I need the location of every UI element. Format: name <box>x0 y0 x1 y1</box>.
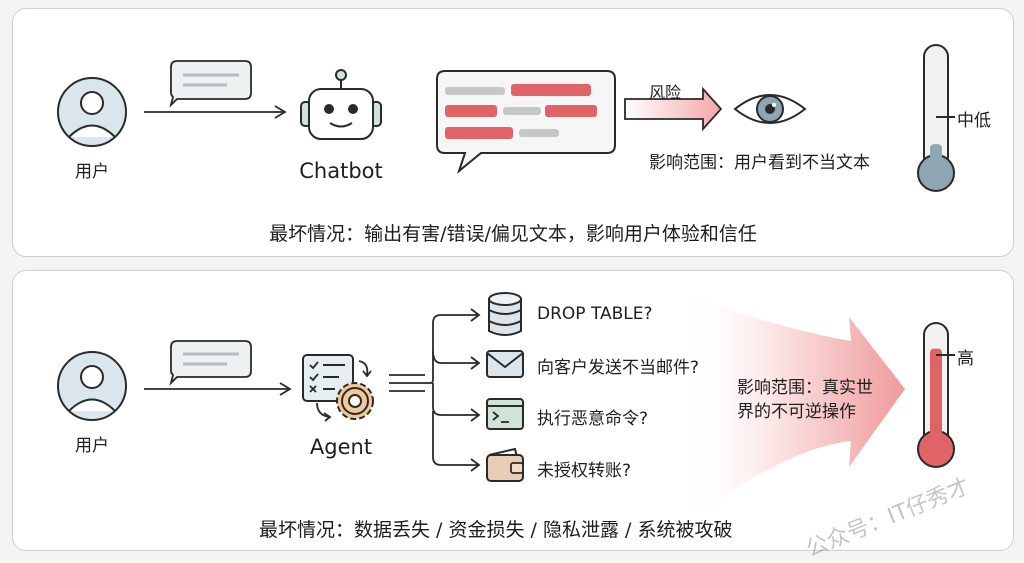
thermometer-high-icon <box>917 322 955 468</box>
risk-arrow <box>624 86 723 132</box>
top-level-label: 中低 <box>957 111 991 131</box>
action-branch-lines <box>389 308 481 472</box>
agent-label: Agent <box>309 435 373 459</box>
action-drop-table: DROP TABLE? <box>537 304 653 324</box>
chatbot-label: Chatbot <box>299 159 383 183</box>
top-user-label: 用户 <box>75 162 109 182</box>
risk-label: 风险 <box>649 83 682 102</box>
agent-icon <box>302 354 374 422</box>
action-unauthorized-transfer: 未授权转账? <box>537 461 632 481</box>
agent-risk-panel: 用户 Agent DROP TABLE? 向客户发送不当邮件? 执行恶意命令? … <box>12 270 1014 551</box>
bot-response-bubble-icon <box>436 70 616 174</box>
top-impact-scope: 影响范围：用户看到不当文本 <box>649 153 870 173</box>
bottom-impact-line1: 影响范围：真实世 <box>737 378 873 398</box>
eye-icon <box>733 94 807 124</box>
bottom-impact-line2: 界的不可逆操作 <box>737 402 856 422</box>
mail-icon <box>486 350 524 378</box>
thermometer-low-icon <box>917 44 955 192</box>
database-icon <box>488 292 522 336</box>
user-to-bot-arrow <box>144 105 287 119</box>
robot-icon <box>300 69 382 140</box>
bottom-level-label: 高 <box>957 349 974 369</box>
top-worst-case: 最坏情况：输出有害/错误/偏见文本，影响用户体验和信任 <box>269 223 757 245</box>
user-avatar-icon <box>57 351 127 421</box>
bottom-worst-case: 最坏情况：数据丢失 / 资金损失 / 隐私泄露 / 系统被攻破 <box>259 519 733 541</box>
terminal-icon <box>486 398 524 430</box>
action-malicious-command: 执行恶意命令? <box>537 409 649 429</box>
chatbot-risk-panel: 用户 Chatbot 风险 影响范围：用户看到不当文本 中低 最坏情况：输出有害… <box>12 8 1014 257</box>
escalation-arrow <box>681 293 905 525</box>
user-to-agent-arrow <box>144 382 292 396</box>
bottom-user-label: 用户 <box>75 436 109 456</box>
user-message-bubble-icon <box>169 340 252 386</box>
user-message-bubble-icon <box>169 60 252 108</box>
wallet-icon <box>486 447 524 482</box>
action-send-email: 向客户发送不当邮件? <box>537 358 700 378</box>
user-avatar-icon <box>57 77 127 147</box>
